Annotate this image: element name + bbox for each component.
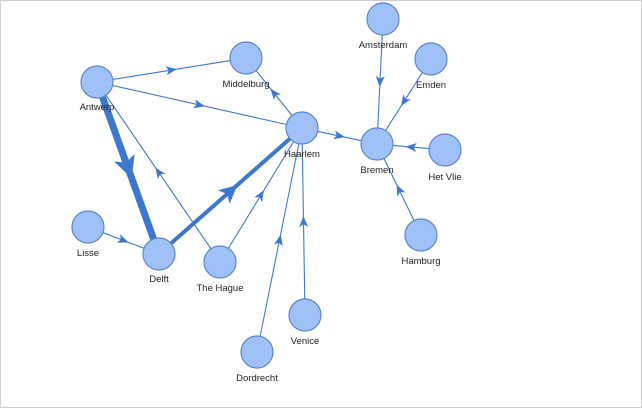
node-circle[interactable]: [240, 335, 274, 369]
edge-lisse-to-delft: [102, 232, 145, 249]
edge-hetvlie-to-bremen: [392, 143, 430, 152]
arrow-head: [254, 190, 264, 202]
arrow-head: [193, 99, 205, 109]
node-bremen[interactable]: Bremen: [360, 127, 394, 176]
node-circle[interactable]: [360, 127, 394, 161]
node-hamburg[interactable]: Hamburg: [401, 218, 441, 267]
node-circle[interactable]: [414, 42, 448, 76]
node-label: Haarlem: [284, 149, 320, 160]
edge-dordrecht-to-haarlem: [259, 143, 300, 337]
node-label: Delft: [149, 274, 169, 285]
node-label: Bremen: [360, 165, 393, 176]
node-emden[interactable]: Emden: [414, 42, 448, 91]
node-circle[interactable]: [288, 298, 322, 332]
node-circle[interactable]: [80, 65, 114, 99]
arrow-head: [405, 143, 417, 152]
edge-haarlem-to-middelburg: [255, 70, 293, 116]
node-circle[interactable]: [229, 41, 263, 75]
arrow-head: [375, 75, 385, 87]
node-label: Venice: [291, 336, 320, 347]
node-label: The Hague: [196, 283, 243, 294]
node-circle[interactable]: [366, 2, 400, 36]
node-amsterdam[interactable]: Amsterdam: [359, 2, 408, 51]
arrow-head: [270, 88, 281, 101]
node-dordrecht[interactable]: Dordrecht: [236, 335, 278, 384]
edge-amsterdam-to-bremen: [375, 34, 385, 129]
node-circle[interactable]: [404, 218, 438, 252]
node-label: Het Vlie: [428, 172, 461, 183]
arrow-head: [401, 94, 411, 107]
node-haarlem[interactable]: Haarlem: [284, 111, 320, 160]
node-middelburg[interactable]: Middelburg: [223, 41, 270, 90]
node-circle[interactable]: [71, 210, 105, 244]
edge-haarlem-to-bremen: [317, 130, 362, 142]
node-label: Amsterdam: [359, 40, 408, 51]
edge-delft-to-haarlem: [169, 137, 292, 245]
arrow-head: [116, 234, 129, 243]
edge-antwerp-to-delft: [99, 95, 157, 241]
node-hetvlie[interactable]: Het Vlie: [428, 133, 462, 183]
node-label: Emden: [416, 80, 446, 91]
arrow-head: [217, 185, 238, 204]
node-venice[interactable]: Venice: [288, 298, 322, 347]
node-label: Middelburg: [223, 79, 270, 90]
node-thehague[interactable]: The Hague: [196, 245, 244, 294]
arrow-head: [396, 184, 406, 197]
arrow-head: [299, 216, 309, 228]
edge-antwerp-to-haarlem: [112, 84, 287, 126]
node-label: Dordrecht: [236, 373, 278, 384]
arrow-head: [165, 66, 177, 76]
node-label: Hamburg: [401, 256, 440, 267]
arrow-head: [155, 167, 166, 180]
edge-thehague-to-antwerp: [105, 94, 212, 250]
edges-layer: [99, 34, 430, 337]
arrow-head: [333, 130, 345, 140]
node-circle[interactable]: [428, 133, 462, 167]
arrow-head: [113, 153, 135, 179]
node-antwerp[interactable]: Antwerp: [80, 65, 115, 113]
arrow-head: [274, 234, 283, 247]
node-circle[interactable]: [142, 237, 176, 271]
node-label: Antwerp: [80, 102, 115, 113]
node-lisse[interactable]: Lisse: [71, 210, 105, 259]
edge-hamburg-to-bremen: [383, 158, 415, 221]
edge-thehague-to-haarlem: [227, 141, 295, 249]
node-delft[interactable]: Delft: [142, 237, 176, 285]
edge-emden-to-bremen: [385, 72, 423, 131]
node-circle[interactable]: [285, 111, 319, 145]
edge-venice-to-haarlem: [299, 143, 309, 300]
edge-antwerp-to-middelburg: [112, 60, 231, 80]
node-label: Lisse: [77, 248, 99, 259]
node-circle[interactable]: [203, 245, 237, 279]
